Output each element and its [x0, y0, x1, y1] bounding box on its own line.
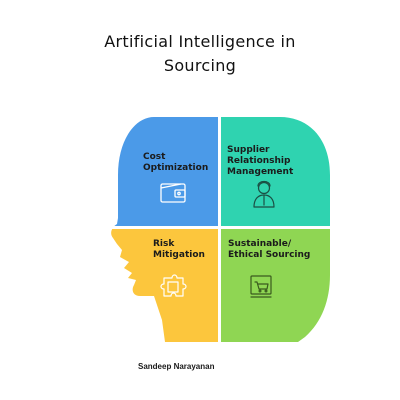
quadrant-supplier-line-2: Relationship: [227, 156, 291, 166]
risk-puzzle-icon: [160, 274, 187, 297]
title-line-2: Sourcing: [163, 56, 237, 75]
quadrant-sustainable-line-1: Sustainable/: [228, 239, 292, 249]
person-icon: [253, 180, 275, 208]
quadrant-supplier-line-3: Management: [227, 167, 294, 177]
quadrant-supplier-label: Supplier Relationship Management: [227, 145, 293, 178]
quadrant-risk-line-2: Mitigation: [153, 250, 205, 260]
quadrant-supplier-line-1: Supplier: [227, 145, 270, 155]
eco-cart-icon: [250, 275, 272, 298]
quadrant-sustainable-line-2: Ethical Sourcing: [228, 250, 311, 260]
quadrant-cost-line-1: Cost: [143, 152, 166, 162]
author-name: Sandeep Narayanan: [138, 362, 215, 371]
cover-title: Artificial Intelligence in Sourcing: [0, 30, 400, 78]
quadrant-sustainable-bg: [221, 229, 330, 342]
quadrant-cost-line-2: Optimization: [143, 163, 209, 173]
quadrant-cost-bg: [111, 117, 218, 226]
quadrant-supplier-bg: [221, 117, 330, 226]
quadrant-sustainable-label: Sustainable/ Ethical Sourcing: [228, 239, 310, 261]
quadrant-risk-label: Risk Mitigation: [153, 239, 205, 261]
wallet-icon: [160, 183, 186, 203]
title-line-1: Artificial Intelligence in: [104, 32, 296, 51]
quadrant-risk-line-1: Risk: [153, 239, 175, 249]
quadrant-cost-label: Cost Optimization: [143, 152, 208, 174]
